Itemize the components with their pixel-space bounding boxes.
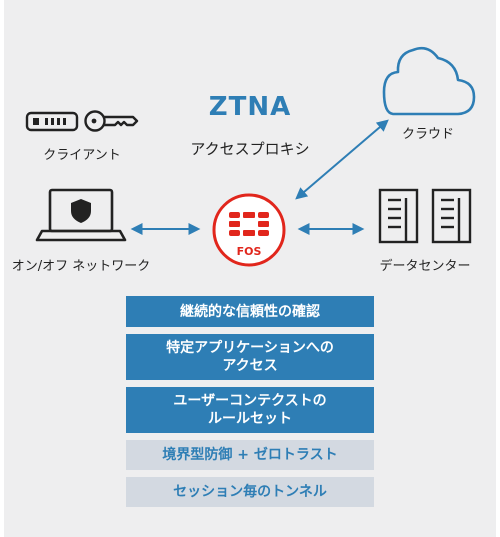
feature-text: ルールセット <box>208 411 292 427</box>
server-icon <box>378 188 472 244</box>
feature-bar: 継続的な信頼性の確認 <box>126 296 374 327</box>
laptop-label: オン/オフ ネットワーク <box>11 259 151 274</box>
feature-bar: セッション毎のトンネル <box>126 477 374 507</box>
ztna-title: ZTNA <box>208 92 292 122</box>
client-label: クライアント <box>43 148 121 163</box>
feature-text: 境界型防御 + ゼロトラスト <box>162 447 338 463</box>
feature-bar: 特定アプリケーションへの アクセス <box>126 334 374 380</box>
feature-bar: 境界型防御 + ゼロトラスト <box>126 440 374 470</box>
feature-text: ユーザーコンテクストの <box>173 393 327 409</box>
feature-bar: ユーザーコンテクストの ルールセット <box>126 387 374 433</box>
feature-text: 特定アプリケーションへの <box>166 340 334 356</box>
datacenter-label: データセンター <box>379 259 471 274</box>
fos-cloud-arrow <box>295 119 389 200</box>
access-proxy-subtitle: アクセスプロキシ <box>190 140 310 158</box>
cloud-label: クラウド <box>401 127 454 142</box>
key-icon <box>84 110 139 132</box>
fos-icon <box>212 193 286 267</box>
cloud-icon <box>382 46 476 116</box>
token-icon <box>25 111 79 132</box>
laptop-icon <box>35 188 127 242</box>
feature-text: アクセス <box>222 358 278 374</box>
feature-text: 継続的な信頼性の確認 <box>180 303 320 320</box>
fos-label: FOS <box>237 245 262 258</box>
feature-text: セッション毎のトンネル <box>173 484 327 500</box>
